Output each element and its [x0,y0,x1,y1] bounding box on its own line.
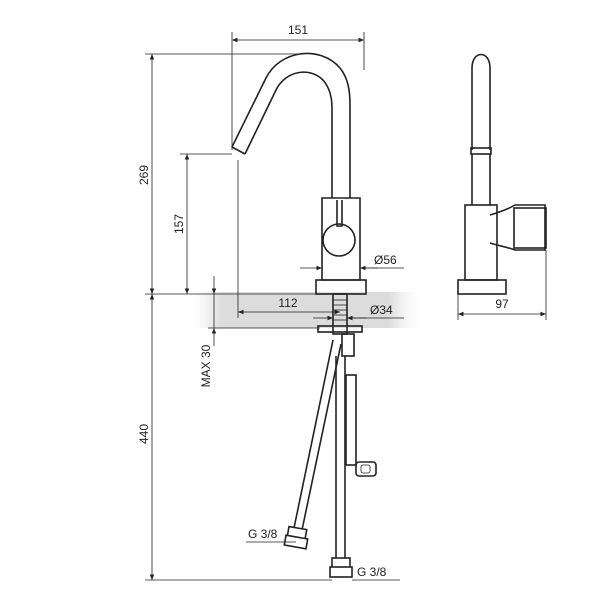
side-handle [489,204,546,251]
dim-total-height-label: 269 [137,165,151,185]
dim-max-thickness: MAX 30 [199,276,320,387]
dim-hose-length: 440 [137,294,332,581]
dim-hole-diameter: Ø34 [313,303,404,321]
dim-thread-right: G 3/8 [352,565,400,581]
dim-thread-left-label: G 3/8 [248,527,278,541]
spout-inner [244,71,333,198]
dim-body-diameter-label: Ø56 [374,253,397,267]
spout-tip [231,146,246,155]
front-view [231,52,377,578]
dim-spout-reach: 151 [231,23,365,150]
side-view [457,53,547,295]
stud-end [341,333,355,357]
side-column [471,154,491,205]
dim-thread-left: G 3/8 [246,527,296,543]
dim-body-diameter: Ø56 [300,253,404,271]
side-base [457,279,507,295]
dim-hole-diameter-label: Ø34 [370,303,393,317]
dim-reach-axis-label: 112 [278,296,297,310]
dim-total-height: 269 [137,53,316,295]
dim-spout-height-label: 157 [172,214,186,234]
dim-spout-reach-label: 151 [288,23,308,37]
side-handle-cap [513,207,547,249]
handle-knob [322,223,356,257]
dim-spout-height: 157 [172,153,232,294]
hose-connector-left [283,525,309,550]
hose-connector-right [329,557,353,578]
spout-outer [231,52,351,198]
dim-max-thickness-label: MAX 30 [199,344,213,387]
side-spout [471,53,491,150]
dim-thread-right-label: G 3/8 [357,565,387,579]
dim-side-depth-label: 97 [495,297,509,311]
dim-hose-length-label: 440 [137,424,151,444]
side-aerator [470,147,492,155]
hose-clip [345,374,377,477]
faucet-base [315,279,367,295]
stud-threads [333,299,347,321]
hose-left [293,339,342,531]
handle-lever [336,200,343,227]
dim-side-depth: 97 [457,250,547,320]
hose-right [335,356,346,560]
dim-reach-axis: 112 [237,160,340,318]
side-body [464,204,498,281]
mounting-nut [317,325,363,333]
